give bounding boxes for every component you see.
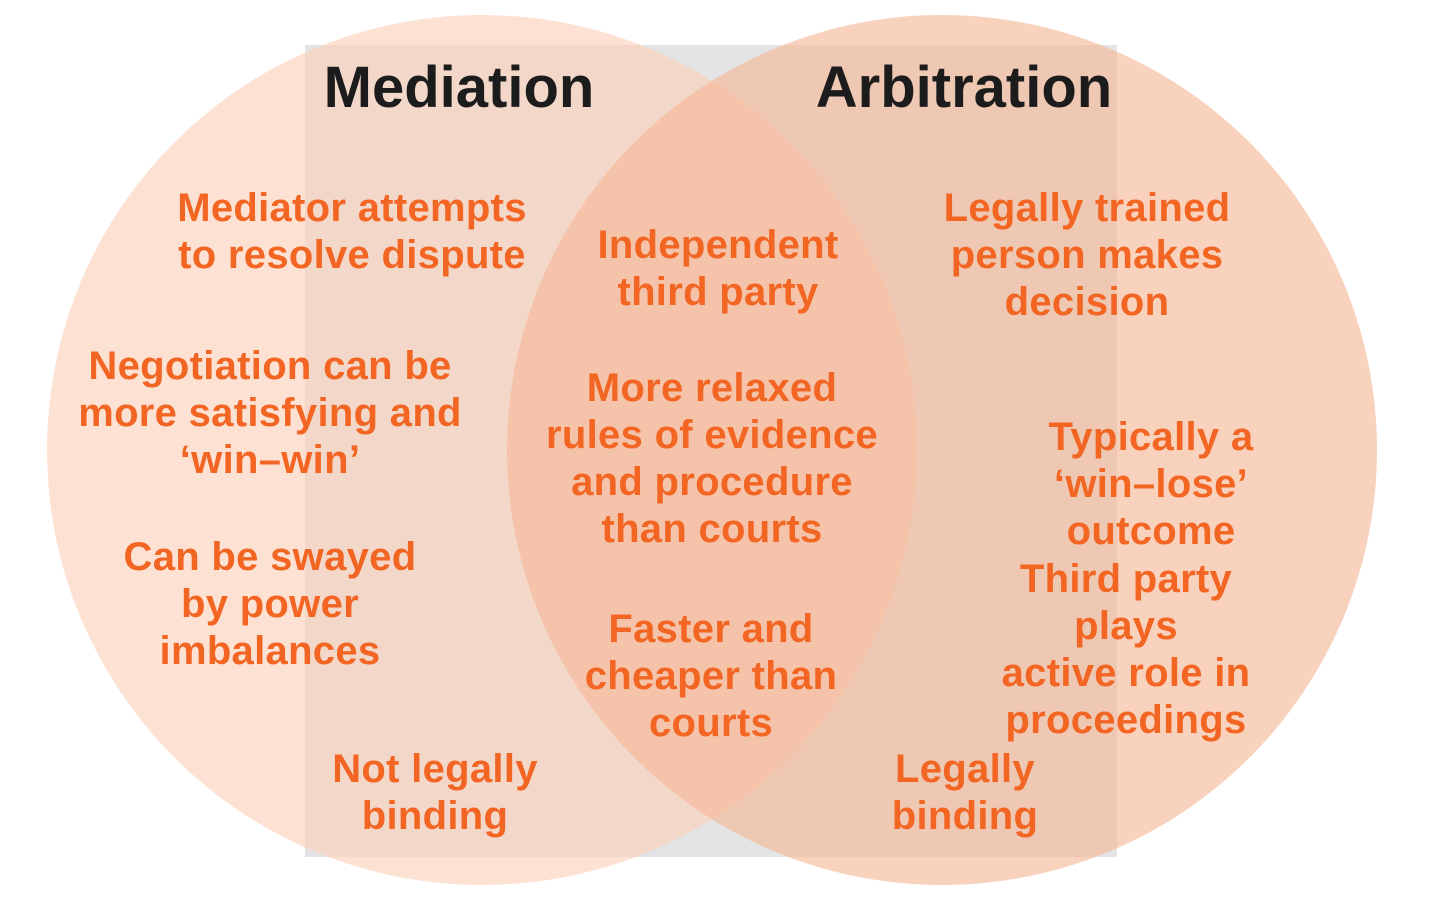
arbitration-item-trained: Legally trained person makes decision bbox=[943, 186, 1231, 324]
arbitration-title: Arbitration bbox=[815, 55, 1113, 120]
shared-item-faster: Faster and cheaper than courts bbox=[584, 607, 838, 745]
arbitration-item-binding: Legally binding bbox=[891, 747, 1039, 838]
shared-item-relaxed-rules: More relaxed rules of evidence and proce… bbox=[546, 366, 878, 551]
mediation-item-resolve: Mediator attempts to resolve dispute bbox=[177, 186, 527, 277]
mediation-item-not-binding: Not legally binding bbox=[332, 747, 538, 838]
arbitration-item-active-role: Third party plays active role in proceed… bbox=[1001, 557, 1251, 742]
mediation-item-power: Can be swayed by power imbalances bbox=[123, 535, 417, 673]
mediation-title: Mediation bbox=[323, 55, 595, 120]
shared-item-third-party: Independent third party bbox=[597, 223, 839, 314]
mediation-item-negotiation: Negotiation can be more satisfying and ‘… bbox=[78, 344, 462, 482]
arbitration-circle bbox=[507, 15, 1377, 885]
arbitration-item-win-lose: Typically a ‘win–lose’ outcome bbox=[1048, 415, 1254, 553]
